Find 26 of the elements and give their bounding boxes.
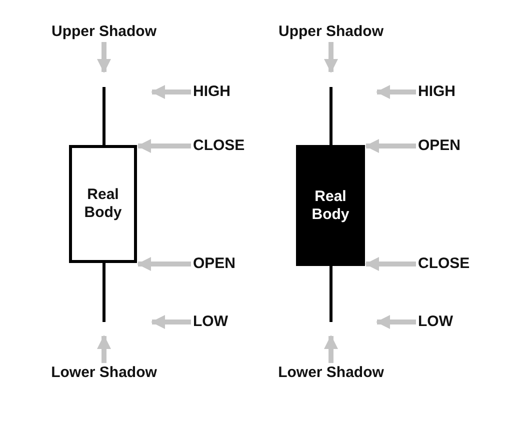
price-label: LOW xyxy=(418,312,478,332)
candle-body: Real Body xyxy=(69,145,137,263)
arrow xyxy=(324,42,338,73)
shadow-label: Lower Shadow xyxy=(271,363,391,383)
arrow xyxy=(365,139,416,153)
arrow xyxy=(137,139,191,153)
shadow-label: Upper Shadow xyxy=(271,22,391,42)
price-label: CLOSE xyxy=(418,254,488,274)
shadow-label: Lower Shadow xyxy=(44,363,164,383)
price-label: OPEN xyxy=(418,136,488,156)
arrow xyxy=(97,335,111,363)
arrow xyxy=(324,335,338,363)
arrow xyxy=(97,42,111,73)
arrow xyxy=(151,85,191,99)
price-label: OPEN xyxy=(193,254,263,274)
arrow xyxy=(376,315,416,329)
candle-body: Real Body xyxy=(296,145,365,266)
arrow xyxy=(376,85,416,99)
price-label: HIGH xyxy=(418,82,478,102)
price-label: HIGH xyxy=(193,82,253,102)
arrow xyxy=(137,257,191,271)
price-label: CLOSE xyxy=(193,136,263,156)
arrow xyxy=(151,315,191,329)
price-label: LOW xyxy=(193,312,253,332)
arrow xyxy=(365,257,416,271)
shadow-label: Upper Shadow xyxy=(44,22,164,42)
